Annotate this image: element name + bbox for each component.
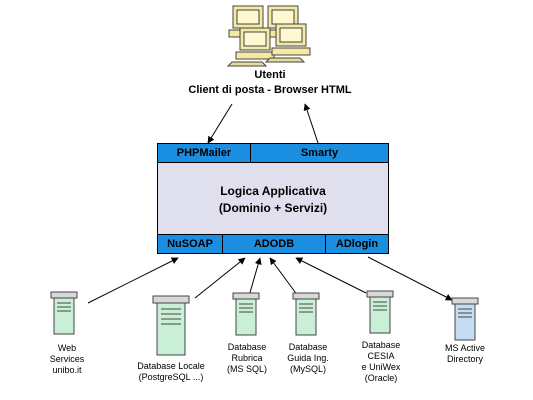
dblocale-server-icon	[152, 295, 190, 356]
source-label-dblocale: Database Locale (PostgreSQL ...)	[121, 361, 221, 383]
source-line: CESIA	[367, 351, 395, 361]
arrow-dbcesia-adodb	[295, 257, 367, 294]
source-line: (PostgreSQL ...)	[138, 372, 204, 382]
source-label-dbrubrica: Database Rubrica (MS SQL)	[220, 342, 274, 375]
source-label-msad: MS Active Directory	[432, 343, 498, 365]
source-line: Database Locale	[137, 361, 205, 371]
source-line: unibo.it	[52, 365, 82, 375]
arrow-dbrubrica-adodb	[248, 257, 262, 297]
module-smarty: Smarty	[250, 144, 388, 162]
dbguida-server-icon	[292, 292, 320, 336]
users-subtitle: Client di posta - Browser HTML	[188, 84, 352, 96]
users-title: Utenti	[254, 69, 286, 81]
source-label-dbcesia: Database CESIA e UniWex (Oracle)	[350, 340, 412, 384]
application-logic-box: PHPMailer Smarty Logica Applicativa (Dom…	[157, 143, 389, 254]
module-phpmailer: PHPMailer	[176, 147, 232, 159]
core-title-line2: (Dominio + Servizi)	[218, 201, 328, 215]
source-line: (Oracle)	[364, 373, 398, 383]
source-line: (MySQL)	[290, 364, 326, 374]
users-computers-icon	[226, 5, 311, 67]
arrow-dbguida-adodb	[269, 257, 299, 297]
arrow-adlogin-msad	[367, 256, 453, 301]
bottom-module-bar: NuSOAP ADODB ADlogin	[158, 234, 388, 253]
source-label-dbguida: Database Guida Ing. (MySQL)	[280, 342, 336, 375]
source-line: Services	[49, 354, 85, 364]
core-title: Logica Applicativa (Dominio + Servizi)	[158, 183, 388, 217]
source-line: (MS SQL)	[226, 364, 267, 374]
users-label: Utenti Client di posta - Browser HTML	[150, 68, 390, 98]
module-adlogin: ADlogin	[325, 235, 388, 253]
arrow-dblocale-adodb	[194, 257, 246, 299]
source-line: Rubrica	[231, 353, 263, 363]
core-title-line1: Logica Applicativa	[220, 184, 326, 198]
source-line: Database	[361, 340, 401, 350]
module-nusoap: NuSOAP	[167, 238, 213, 250]
dbrubrica-server-icon	[232, 292, 260, 336]
source-line: Web	[57, 343, 77, 353]
webservices-server-icon	[50, 291, 78, 335]
module-adodb: ADODB	[222, 235, 325, 253]
source-line: Database	[288, 342, 328, 352]
source-line: MS Active	[444, 343, 485, 353]
source-line: e UniWex	[361, 362, 401, 372]
arrow-webservices-nusoap	[87, 257, 179, 304]
msad-server-icon	[451, 297, 479, 341]
top-module-bar: PHPMailer Smarty	[158, 144, 388, 163]
dbcesia-server-icon	[366, 290, 394, 334]
source-label-webservices: Web Services unibo.it	[39, 343, 95, 376]
arrow-smarty-users	[303, 103, 319, 144]
source-line: Directory	[446, 354, 483, 364]
source-line: Database	[227, 342, 267, 352]
arrow-users-phpmailer	[207, 103, 233, 144]
source-line: Guida Ing.	[287, 353, 329, 363]
